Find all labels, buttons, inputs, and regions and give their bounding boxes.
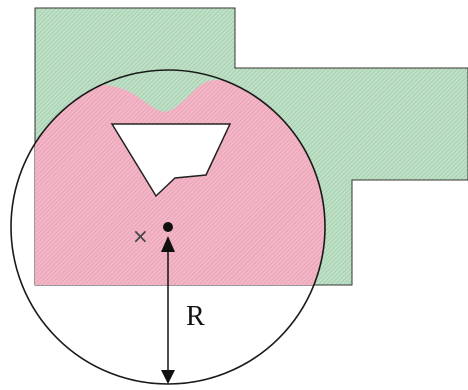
pink-region <box>35 70 325 285</box>
cross-mark: × <box>132 224 149 248</box>
arrowhead-down <box>161 370 175 384</box>
arrowhead-up <box>161 236 175 252</box>
center-dot <box>163 222 173 232</box>
trapezoid-hole <box>110 123 232 198</box>
radius-label: R <box>186 301 205 332</box>
